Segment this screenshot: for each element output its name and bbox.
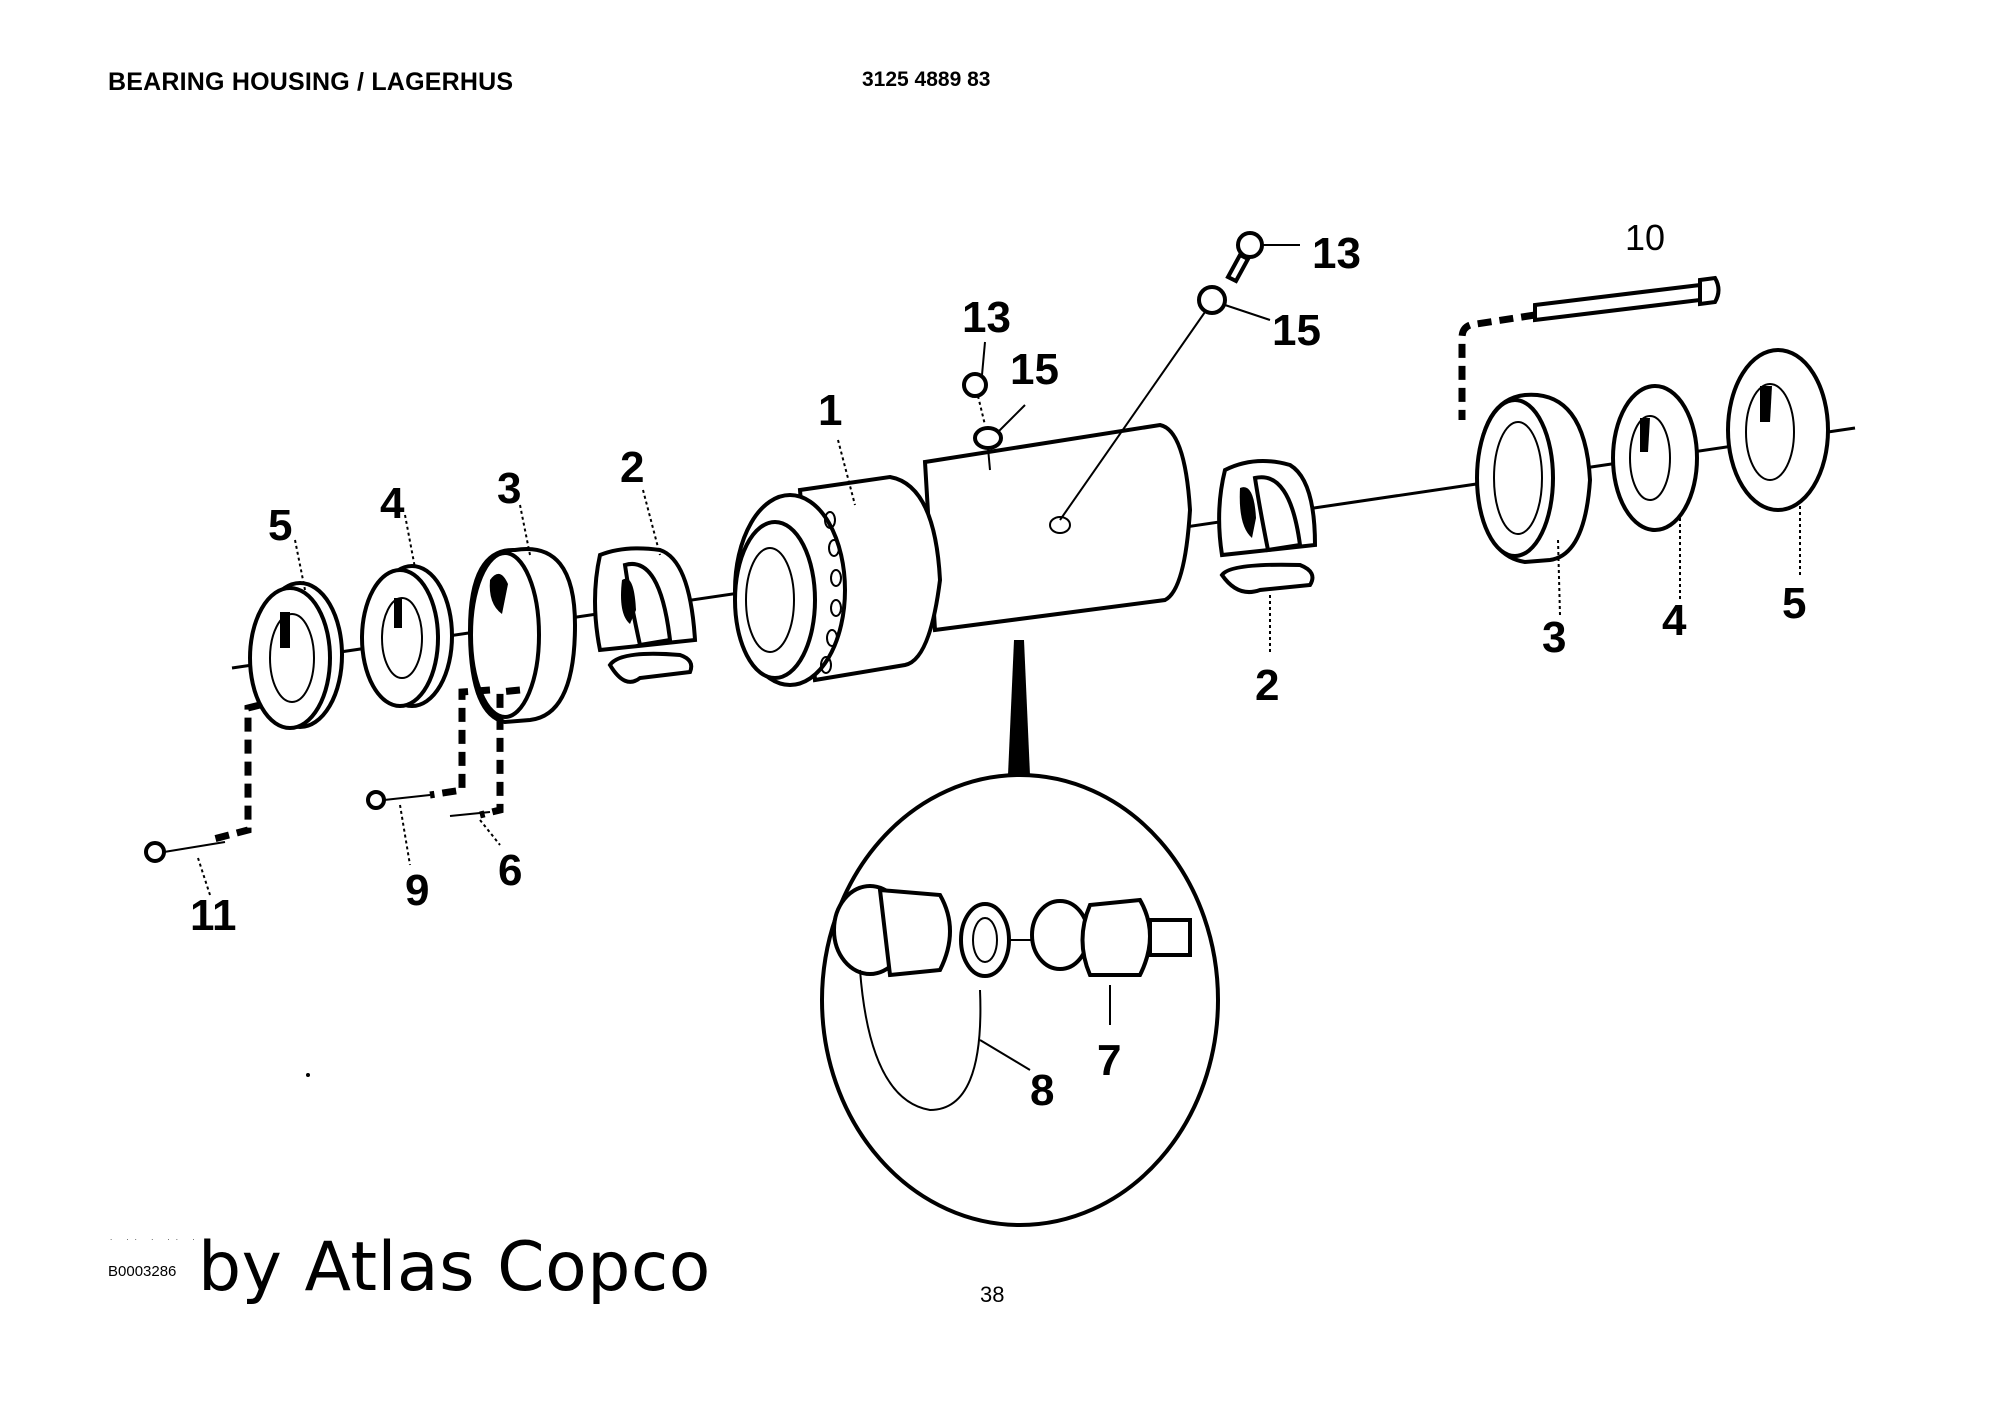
callout-15-upper: 15	[1272, 306, 1321, 355]
leader-lines	[197, 244, 1801, 1071]
callout-13-top: 13	[962, 293, 1011, 342]
part-grease-nipple	[1010, 897, 1192, 977]
part-bearing-right	[1217, 459, 1318, 595]
callout-2-left: 2	[620, 443, 644, 492]
page-title: BEARING HOUSING / LAGERHUS	[108, 68, 514, 96]
part-seal-ring-right	[1475, 392, 1593, 565]
part-screw-long	[144, 841, 226, 863]
callout-4-right: 4	[1662, 596, 1687, 645]
figure-marks: . .. . .. . .	[110, 1233, 217, 1242]
part-long-bolt	[1458, 275, 1721, 420]
detail-inset	[820, 640, 1220, 1227]
callout-4-left: 4	[380, 479, 405, 528]
part-pin	[449, 811, 491, 817]
callout-11: 11	[190, 891, 237, 940]
part-screw	[366, 790, 431, 810]
part-spacer-left	[360, 564, 454, 708]
callout-labels: 5 4 3 2 1 13 15 13 15 10 2 3 4 5 11 9 6 …	[190, 217, 1806, 1115]
callout-1: 1	[818, 386, 842, 435]
stray-dot	[306, 1073, 310, 1077]
part-end-cover-right	[1726, 348, 1830, 512]
figure-id: B0003286	[108, 1263, 177, 1280]
part-housing	[733, 422, 1193, 687]
part-end-cover-left	[248, 581, 344, 730]
callout-8: 8	[1030, 1066, 1054, 1115]
callout-3-left: 3	[497, 464, 521, 513]
callout-15-top: 15	[1010, 345, 1059, 394]
brand-watermark: by Atlas Copco	[198, 1228, 711, 1307]
part-bearing-left	[593, 546, 698, 684]
page-number: 38	[980, 1282, 1005, 1307]
callout-9: 9	[405, 866, 429, 915]
housing-bolt-holes	[820, 511, 842, 674]
callout-5-left: 5	[268, 501, 292, 550]
part-number: 3125 4889 83	[862, 68, 991, 91]
part-spacer-right	[1611, 384, 1699, 532]
callout-13-upper: 13	[1312, 229, 1361, 278]
fastener-paths-left	[209, 686, 521, 844]
callout-3-right: 3	[1542, 613, 1566, 662]
part-cap	[832, 884, 1011, 1112]
part-plug-upper	[1059, 231, 1264, 521]
part-seal-ring-left	[467, 546, 578, 725]
callout-10: 10	[1625, 217, 1665, 258]
callout-7: 7	[1097, 1036, 1121, 1085]
callout-5-right: 5	[1782, 579, 1806, 628]
callout-2-right: 2	[1255, 661, 1279, 710]
part-plug-top	[962, 372, 1003, 471]
callout-6: 6	[498, 846, 522, 895]
